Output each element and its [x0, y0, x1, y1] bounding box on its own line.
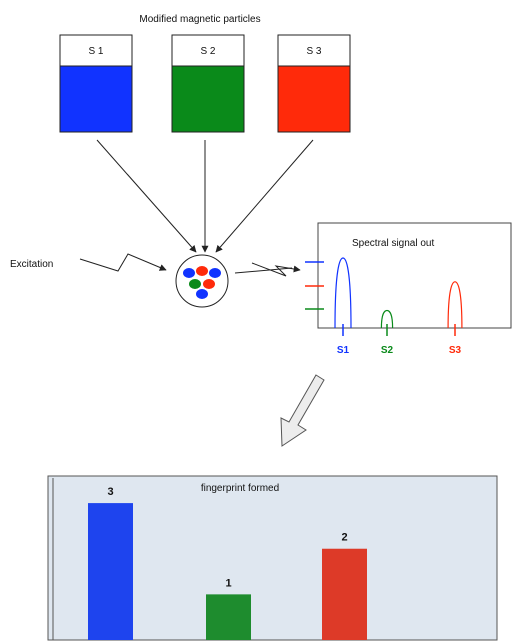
sample-container-s3: S 3: [277, 34, 351, 133]
sample-fill-s1: [60, 66, 132, 132]
sample-label-s1: S 1: [88, 46, 103, 57]
particles-title: Modified magnetic particles: [139, 14, 260, 25]
excitation-zigzag: [79, 253, 167, 272]
sample-label-s3: S 3: [306, 46, 321, 57]
down-arrow: [280, 374, 325, 447]
signal-out-line: [234, 267, 293, 274]
excitation-label: Excitation: [10, 259, 53, 270]
particle-blue-3: [196, 289, 208, 299]
particle-blue-1: [183, 268, 195, 278]
bar-value-s2: 1: [225, 577, 231, 589]
particle-green: [189, 279, 201, 289]
chart-title: fingerprint formed: [201, 483, 279, 494]
spectrum-peak-s2: [380, 309, 394, 329]
peak-label-s3: S3: [449, 345, 462, 356]
spectrum-title: Spectral signal out: [352, 238, 434, 249]
particle-red-2: [203, 279, 215, 289]
sample-label-s2: S 2: [200, 46, 215, 57]
bar-value-s1: 3: [107, 486, 113, 498]
spectrum-panel: Spectral signal out S1 S2 S3: [305, 222, 512, 356]
spectrum-peak-s3: [447, 281, 463, 329]
peak-label-s1: S1: [337, 345, 350, 356]
bar-s3: [322, 548, 367, 640]
sample-container-s1: S 1: [59, 34, 133, 133]
arrow-s1-to-mix: [96, 139, 197, 253]
signal-out-zigzag: [251, 262, 301, 277]
particle-mixture: [175, 254, 229, 308]
bar-value-s3: 2: [341, 532, 347, 544]
arrow-s3-to-mix: [215, 139, 314, 253]
bar-s2: [206, 594, 251, 640]
particle-blue-2: [209, 268, 221, 278]
spectrum-peak-s1: [334, 257, 352, 329]
sample-fill-s3: [278, 66, 350, 132]
bar-s1: [88, 503, 133, 640]
particle-red-1: [196, 266, 208, 276]
sample-container-s2: S 2: [171, 34, 245, 133]
peak-label-s2: S2: [381, 345, 394, 356]
sample-fill-s2: [172, 66, 244, 132]
fingerprint-chart: fingerprint formed 3 1 2: [47, 475, 498, 641]
